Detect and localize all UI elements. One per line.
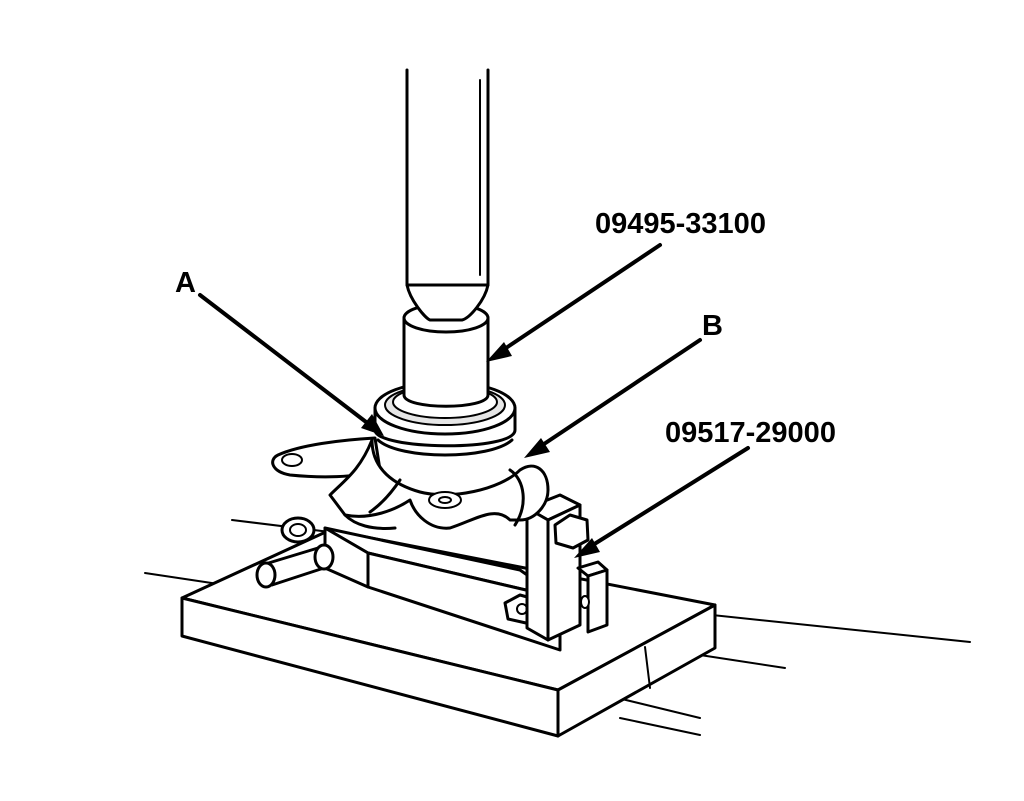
callout-09495-33100: 09495-33100 [595, 208, 766, 240]
callout-a: A [175, 267, 196, 299]
support-fixture [323, 493, 609, 652]
callout-09517-29000: 09517-29000 [665, 417, 836, 449]
leader-09517 [574, 446, 750, 558]
steering-knuckle [271, 436, 550, 530]
leader-b [524, 338, 702, 458]
callout-b: B [702, 310, 723, 342]
press-ram [405, 68, 490, 322]
leader-a [198, 293, 384, 436]
fixture-handle [255, 516, 335, 589]
leader-09495 [486, 243, 662, 362]
